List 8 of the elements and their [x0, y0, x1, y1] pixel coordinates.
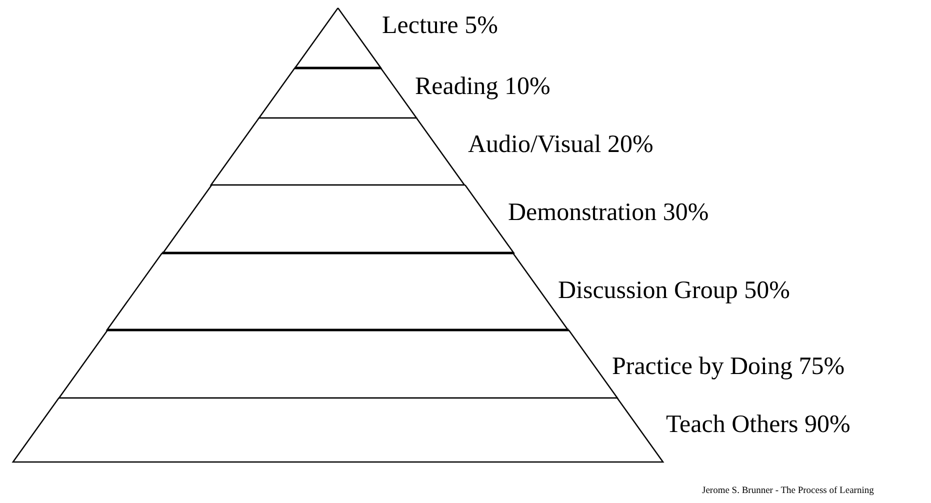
- band-label: Teach Others 90%: [666, 411, 850, 439]
- band-label: Reading 10%: [414, 73, 550, 101]
- band-label: Discussion Group 50%: [558, 277, 790, 305]
- band-label: Demonstration 30%: [508, 199, 709, 227]
- source-caption: Jerome S. Brunner - The Process of Learning: [702, 486, 874, 496]
- band-label: Audio/Visual 20%: [468, 131, 654, 159]
- band-label: Lecture 5%: [382, 12, 498, 40]
- band-label: Practice by Doing 75%: [612, 353, 845, 381]
